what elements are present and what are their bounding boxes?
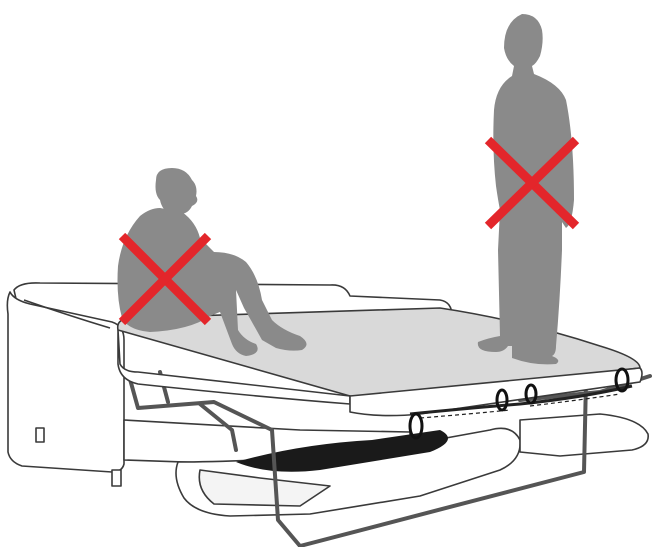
sofa-leg (36, 428, 44, 442)
sofa-leg (112, 470, 121, 486)
